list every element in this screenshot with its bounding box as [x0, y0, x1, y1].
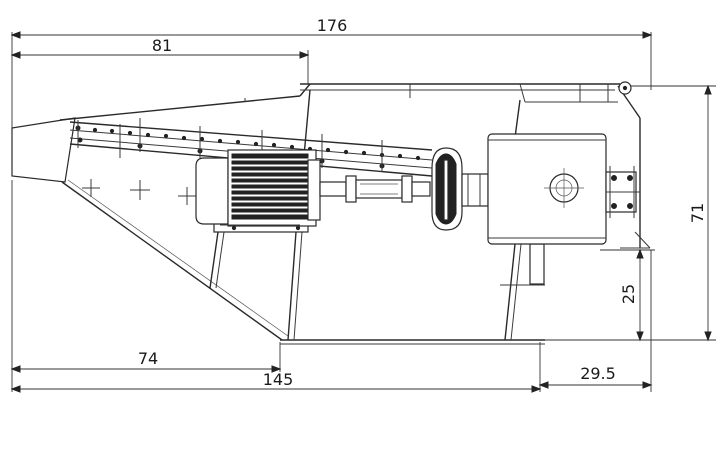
exciter-gearbox [487, 133, 640, 245]
drive-shaft [319, 175, 431, 203]
dim-label-base-height: 25 [619, 284, 638, 304]
dim-label-rear-offset: 29.5 [580, 364, 616, 383]
dimension-front-section: 74 [10, 180, 282, 392]
center-marks [82, 179, 196, 205]
dim-label-hopper-width: 81 [152, 36, 172, 55]
support-legs [209, 89, 545, 341]
deck-bolts [75, 118, 421, 172]
coupling [431, 147, 489, 231]
dim-label-base-length: 145 [263, 370, 294, 389]
dimension-rear-offset: 29.5 [538, 250, 653, 392]
dim-label-front-section: 74 [138, 349, 158, 368]
dimension-hopper-width: 81 [10, 36, 310, 84]
dim-label-overall-length: 176 [317, 16, 348, 35]
dim-label-overall-height: 71 [688, 203, 707, 223]
feeder-trough [11, 81, 651, 345]
electric-motor [195, 149, 321, 233]
dimension-base-length: 145 [10, 342, 542, 393]
dimension-base-height: 25 [600, 248, 655, 342]
dimension-overall-height: 71 [545, 84, 716, 342]
dimension-overall-length: 176 [10, 16, 653, 128]
